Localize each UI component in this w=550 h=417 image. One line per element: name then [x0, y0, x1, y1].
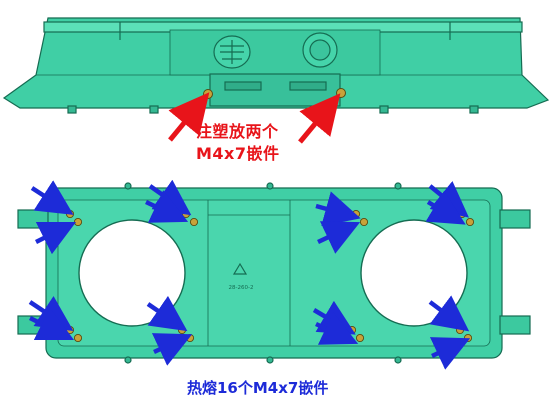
insert-12: [185, 333, 195, 343]
insert-2: [73, 217, 83, 227]
insert-8: [465, 217, 475, 227]
insert-top-right: [336, 88, 346, 98]
insert-9: [65, 325, 75, 335]
blue-arrows: [28, 179, 471, 370]
caption-top-line2: M4x7嵌件: [196, 144, 280, 163]
red-arrow-left: [168, 92, 210, 142]
insert-13: [347, 325, 357, 335]
connector-port: [302, 32, 338, 68]
part-label: 28-260-2: [229, 285, 254, 291]
opening-left: [78, 219, 186, 327]
insert-6: [359, 217, 369, 227]
blue-arrow-1: [30, 180, 74, 215]
insert-10: [73, 333, 83, 343]
insert-4: [189, 217, 199, 227]
insert-11: [177, 325, 187, 335]
insert-5: [351, 209, 361, 219]
blue-arrow-16: [429, 337, 471, 370]
insert-14: [355, 333, 365, 343]
insert-1: [65, 209, 75, 219]
blue-arrow-4: [145, 190, 189, 223]
insert-3: [181, 209, 191, 219]
recycle-icon: [232, 262, 248, 275]
caption-bottom: 热熔16个M4x7嵌件: [187, 379, 329, 397]
insert-15: [455, 325, 465, 335]
blue-arrow-5: [315, 191, 361, 227]
blue-arrow-2: [34, 221, 77, 255]
insert-top-left: [203, 89, 213, 99]
blue-arrow-6: [317, 221, 361, 254]
side-view-part: [2, 17, 550, 114]
caption-top-line1: 注塑放两个: [196, 122, 279, 141]
opening-right: [360, 219, 468, 327]
blue-arrow-8: [425, 190, 466, 225]
blue-arrow-14: [315, 312, 359, 345]
insert-16: [463, 333, 473, 343]
red-arrow-right: [298, 93, 341, 144]
blue-arrow-10: [28, 307, 75, 341]
blue-arrow-12: [151, 333, 193, 366]
blue-arrow-11: [146, 295, 188, 332]
logo-emblem: [213, 35, 251, 69]
blue-arrow-15: [428, 295, 470, 332]
